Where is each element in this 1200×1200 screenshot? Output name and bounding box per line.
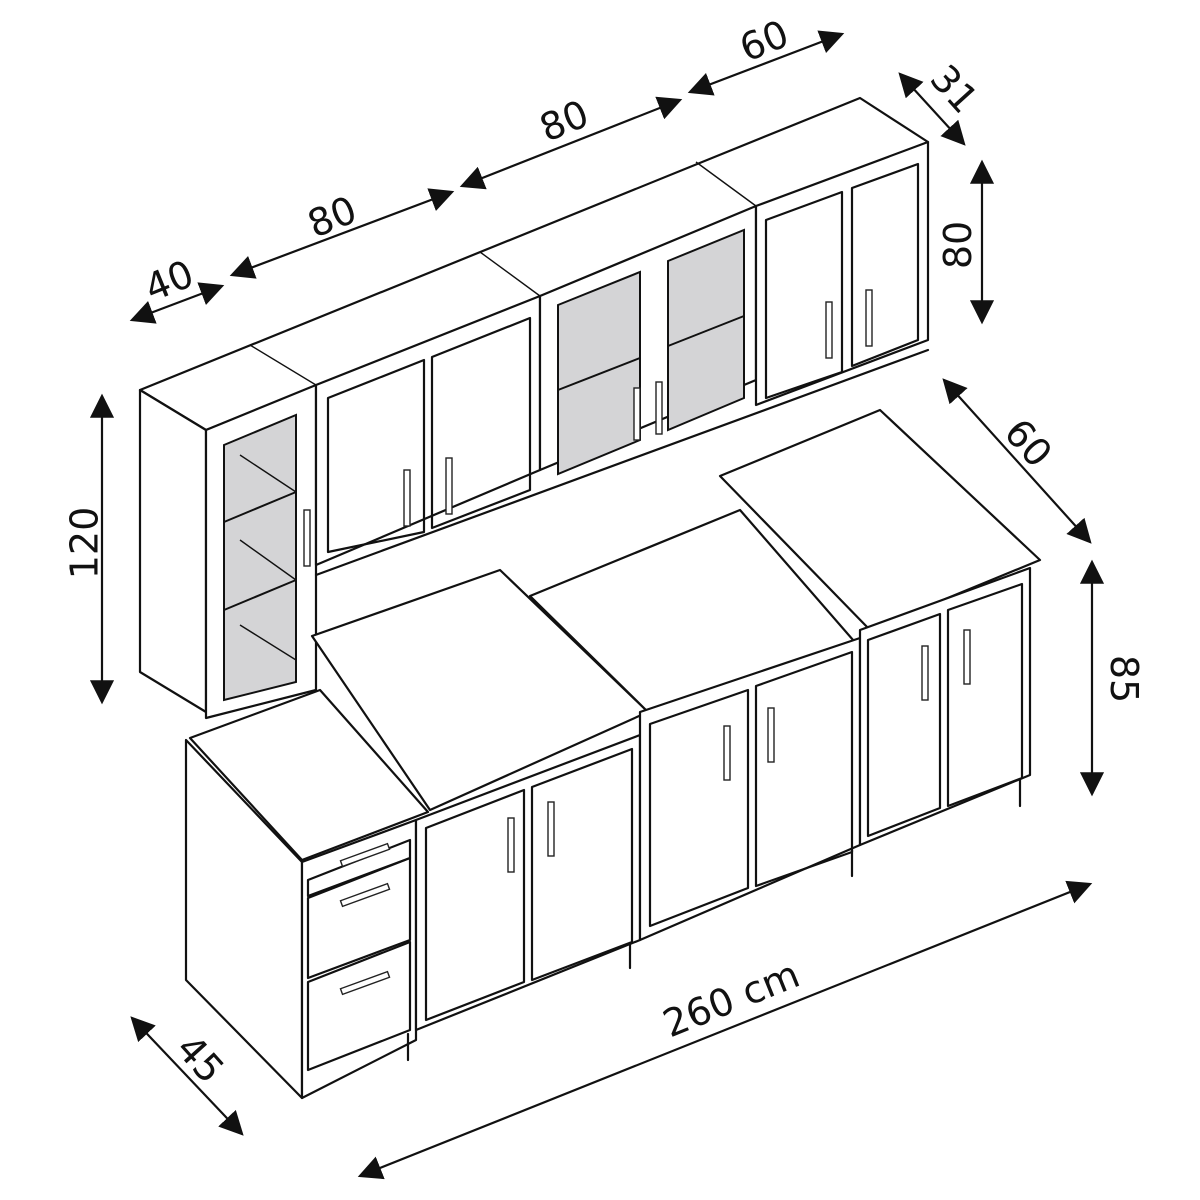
handle (303, 509, 311, 567)
dim-label-85: 85 (1102, 654, 1147, 704)
upper-cabinets (138, 96, 930, 720)
dim-label-120: 120 (62, 506, 107, 580)
dimension-lines (89, 30, 1105, 1180)
dim-label-80-height: 80 (936, 220, 981, 270)
